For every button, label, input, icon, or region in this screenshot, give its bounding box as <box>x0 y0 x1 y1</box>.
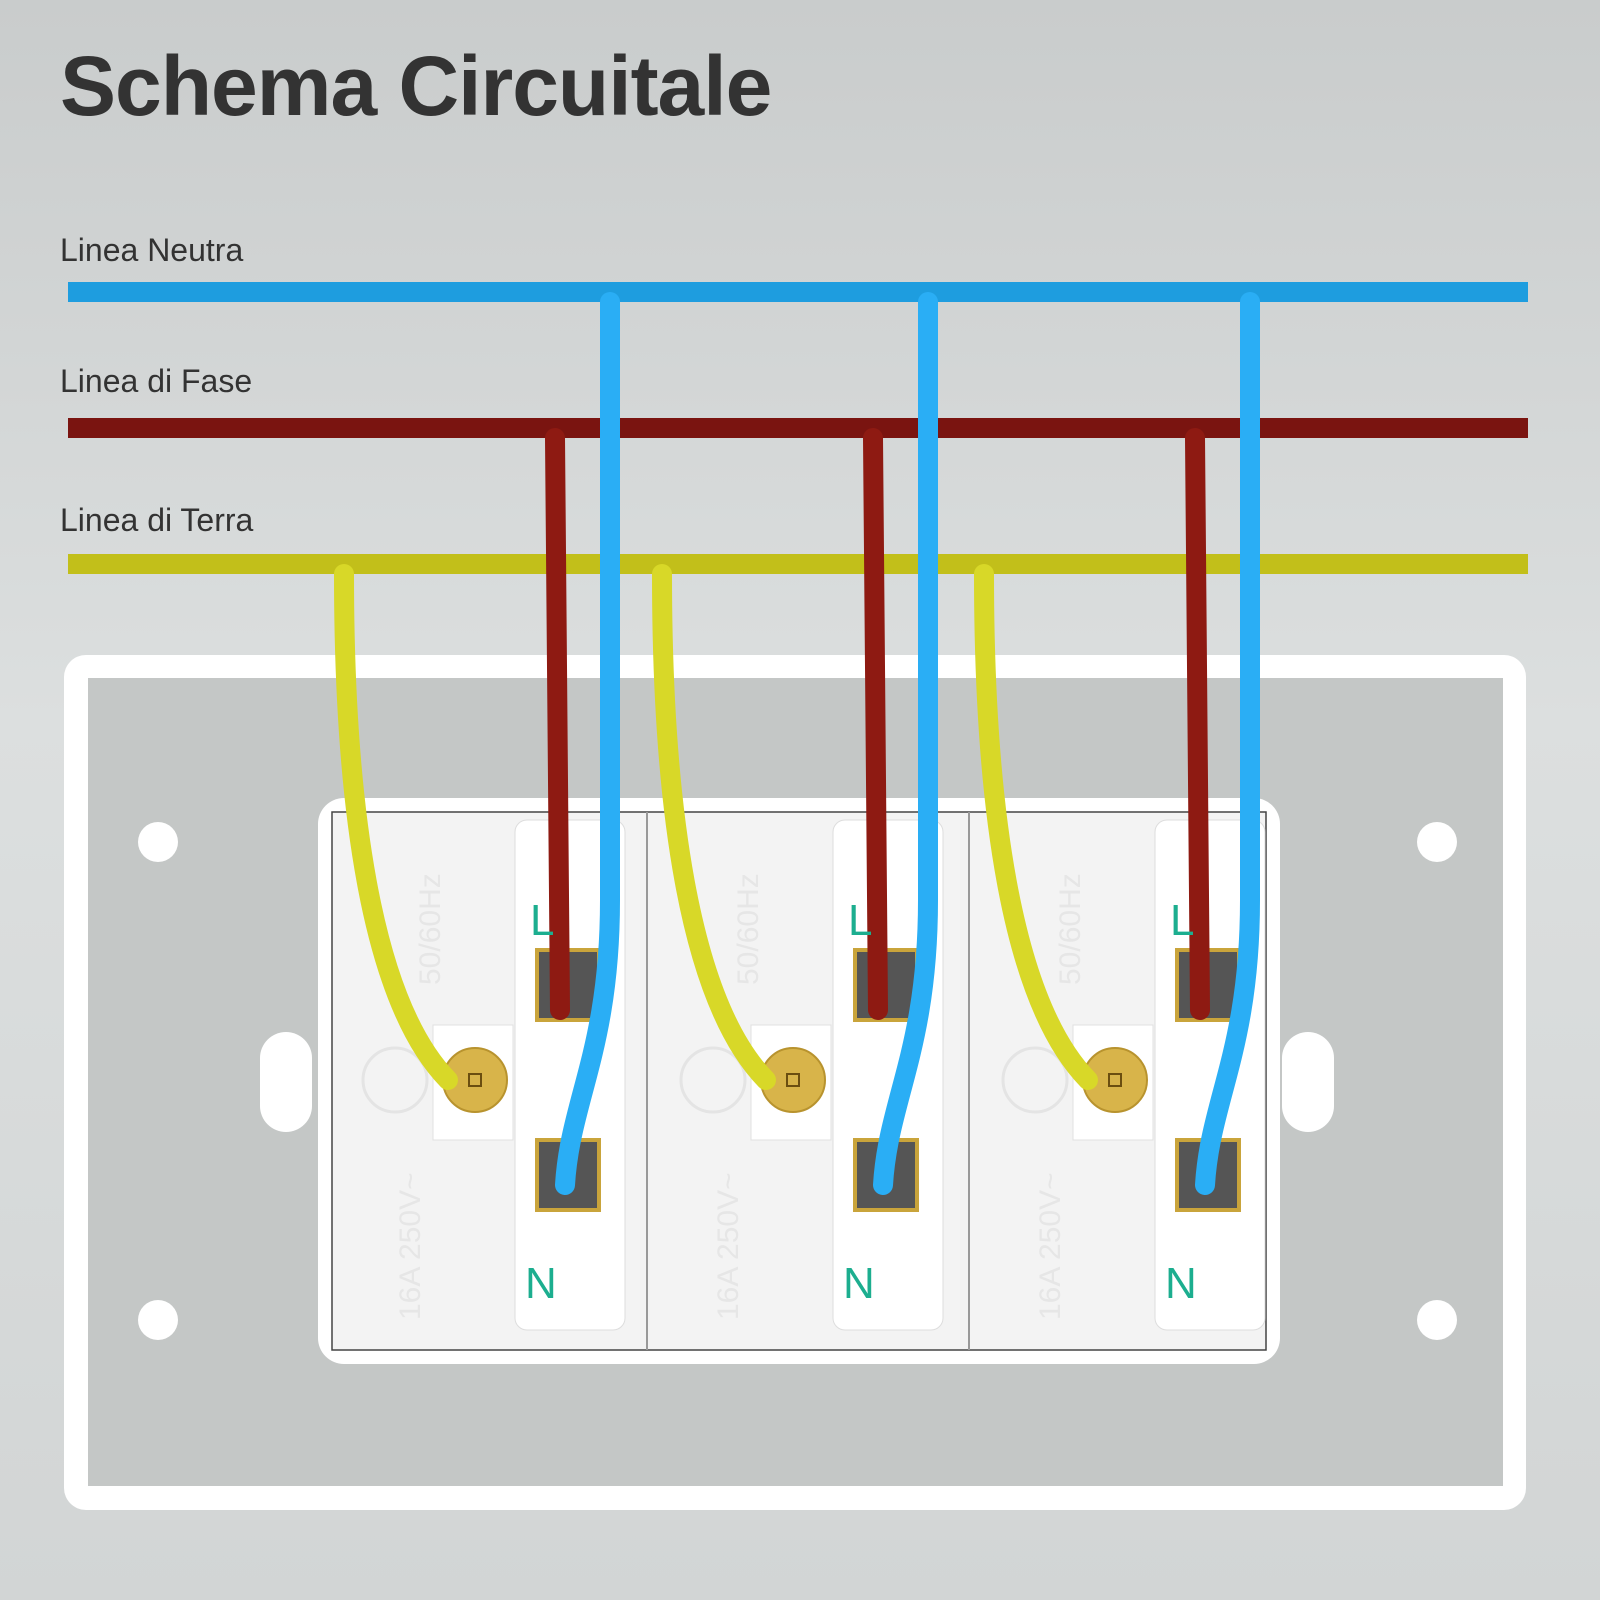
phase-wire <box>1185 428 1210 1020</box>
phase-bus-line <box>68 418 1528 438</box>
earth-symbol-icon <box>361 1046 429 1114</box>
socket-module: 50/60Hz 16A 250V~ <box>361 819 626 1331</box>
neutral-wire <box>873 292 938 1195</box>
terminal-label-l: L <box>530 896 554 945</box>
page-title: Schema Circuitale <box>60 39 772 133</box>
mount-slot <box>1282 1032 1334 1132</box>
screw-slot <box>1108 1073 1122 1087</box>
frequency-label: 50/60Hz <box>1054 873 1087 985</box>
neutral-wire <box>1195 292 1260 1195</box>
earth-wire <box>334 564 458 1090</box>
terminal-label-n: N <box>1165 1259 1197 1308</box>
neutral-wire <box>555 292 620 1195</box>
neutral-bus-line <box>68 282 1528 302</box>
earth-symbol-icon <box>1001 1046 1069 1114</box>
terminal-label-n: N <box>843 1259 875 1308</box>
rating-label: 16A 250V~ <box>712 1172 745 1320</box>
socket-module: 50/60Hz 16A 250V~ <box>968 812 1266 1350</box>
neutral-line-label: Linea Neutra <box>60 232 244 268</box>
mount-hole <box>138 1300 178 1340</box>
rating-label: 16A 250V~ <box>1034 1172 1067 1320</box>
earth-symbol-icon <box>679 1046 747 1114</box>
mount-hole <box>138 822 178 862</box>
socket-module: 50/60Hz 16A 250V~ <box>646 812 944 1350</box>
terminal-label-l: L <box>1170 896 1194 945</box>
rating-label: 16A 250V~ <box>394 1172 427 1320</box>
frequency-label: 50/60Hz <box>414 873 447 985</box>
mount-hole <box>1417 822 1457 862</box>
phase-wire <box>863 428 888 1020</box>
phase-line-label: Linea di Fase <box>60 363 253 399</box>
frequency-label: 50/60Hz <box>732 873 765 985</box>
screw-slot <box>786 1073 800 1087</box>
earth-wire <box>974 564 1098 1090</box>
mount-hole <box>1417 1300 1457 1340</box>
earth-line-label: Linea di Terra <box>60 502 254 538</box>
phase-wire <box>545 428 570 1020</box>
earth-bus-line <box>68 554 1528 574</box>
terminal-label-l: L <box>848 896 872 945</box>
mount-slot <box>260 1032 312 1132</box>
earth-wire <box>652 564 776 1090</box>
terminal-label-n: N <box>525 1259 557 1308</box>
screw-slot <box>468 1073 482 1087</box>
